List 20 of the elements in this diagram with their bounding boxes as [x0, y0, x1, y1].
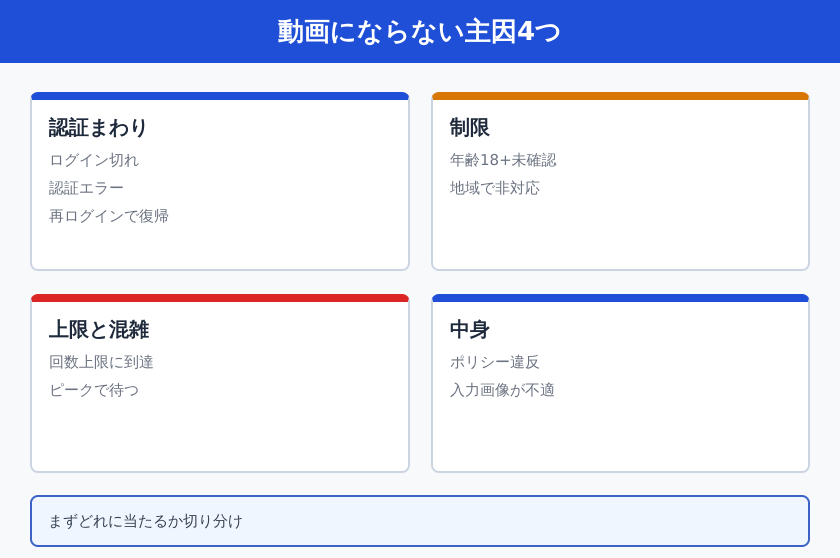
list-item: ピークで待つ — [49, 380, 139, 401]
list-item: 地域で非対応 — [450, 178, 540, 199]
list-item: ログイン切れ — [49, 150, 139, 171]
list-item: 入力画像が不適 — [450, 380, 555, 401]
list-item: 年齢18+未確認 — [450, 150, 557, 171]
category-card — [30, 294, 410, 473]
list-item: ポリシー違反 — [450, 352, 540, 373]
note-box — [30, 495, 810, 547]
list-item: 回数上限に到達 — [49, 352, 154, 373]
card-heading: 上限と混雑 — [49, 316, 149, 342]
category-card — [431, 92, 810, 271]
card-heading: 認証まわり — [49, 114, 149, 140]
note-text: まずどれに当たるか切り分け — [48, 512, 243, 530]
list-item: 再ログインで復帰 — [49, 206, 169, 227]
category-card — [431, 294, 810, 473]
category-card — [30, 92, 410, 271]
title-bar: 動画にならない主因4つ — [0, 0, 840, 63]
list-item: 認証エラー — [49, 178, 124, 199]
card-heading: 制限 — [450, 114, 490, 140]
card-heading: 中身 — [450, 316, 490, 342]
